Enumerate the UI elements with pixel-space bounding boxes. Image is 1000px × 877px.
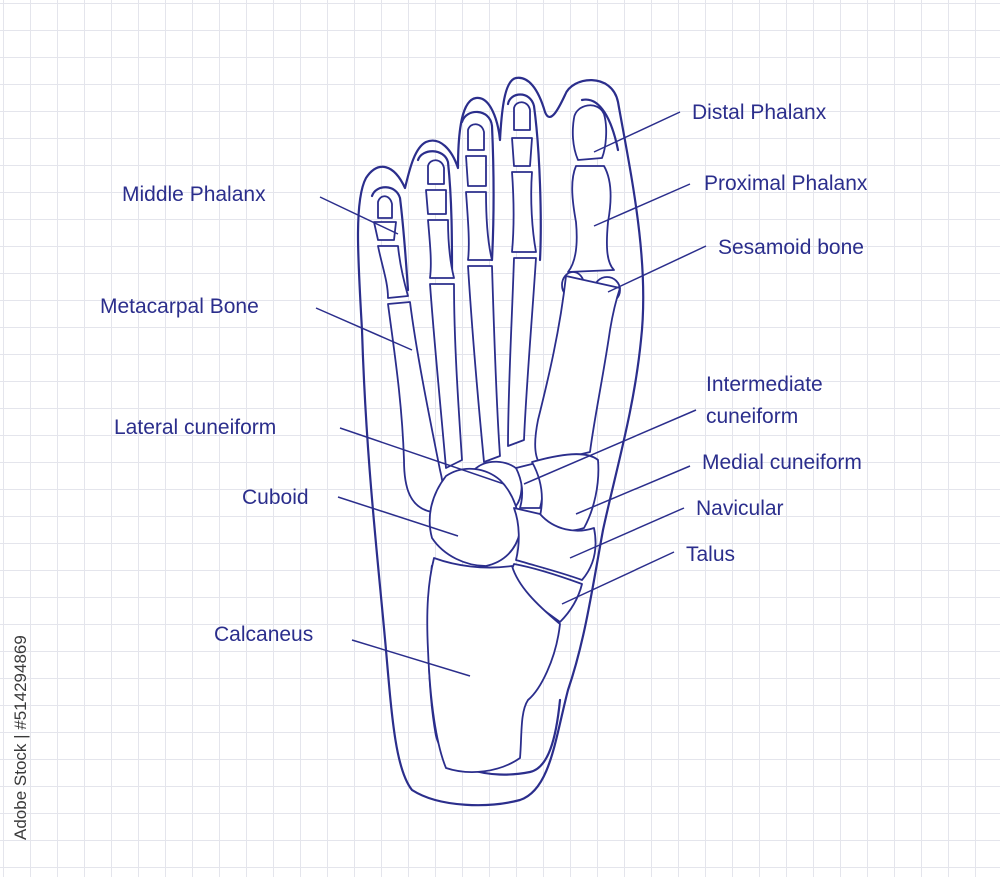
proximal-phalanx-big-toe — [567, 165, 615, 273]
distal-phalanx-big-toe — [571, 104, 608, 161]
metatarsal-4 — [429, 283, 463, 469]
middle-phalanx-toe-3 — [465, 155, 487, 187]
leader-distal-phalanx — [593, 111, 681, 153]
middle-phalanx-toe-5 — [373, 221, 397, 241]
label-proximal-phalanx: Proximal Phalanx — [704, 172, 868, 195]
leader-middle-phalanx — [319, 196, 399, 235]
label-sesamoid-bone: Sesamoid bone — [718, 236, 864, 259]
metatarsal-2 — [507, 257, 537, 447]
proximal-phalanx-toe-4 — [427, 219, 455, 279]
toe-3-outline — [460, 110, 495, 262]
distal-phalanx-toe-3 — [467, 123, 485, 151]
label-medial-cuneiform: Medial cuneiform — [702, 451, 862, 474]
stock-id-watermark: Adobe Stock | #514294869 — [11, 635, 30, 840]
metatarsal-1 — [534, 275, 621, 465]
metatarsal-3 — [467, 265, 501, 463]
distal-phalanx-toe-4 — [427, 159, 445, 185]
leader-sesamoid-bone — [607, 245, 707, 293]
toe-5-outline — [370, 186, 410, 292]
proximal-phalanx-toe-3 — [465, 191, 493, 261]
foot-outline — [356, 76, 645, 807]
toe-2-outline — [506, 93, 542, 262]
label-metacarpal-bone: Metacarpal Bone — [100, 295, 259, 318]
distal-phalanx-toe-5 — [377, 195, 393, 219]
toe-4-outline — [416, 150, 454, 272]
leader-lateral-cuneiform — [339, 427, 505, 485]
leader-proximal-phalanx — [593, 183, 691, 227]
middle-phalanx-toe-2 — [511, 137, 533, 167]
distal-phalanx-toe-2 — [513, 101, 531, 131]
leader-navicular — [569, 507, 685, 559]
middle-phalanx-toe-4 — [425, 189, 447, 215]
leader-calcaneus — [351, 639, 471, 677]
proximal-phalanx-toe-2 — [511, 171, 537, 253]
navicular-bone — [513, 507, 597, 581]
leader-cuboid — [337, 496, 459, 537]
leader-talus — [561, 551, 675, 605]
leader-metacarpal-bone — [315, 307, 413, 351]
leader-medial-cuneiform — [575, 465, 691, 515]
calcaneus-bone — [426, 557, 561, 773]
label-navicular: Navicular — [696, 497, 784, 520]
label-intermediate-cuneiform-line2: cuneiform — [706, 405, 798, 428]
leader-intermediate-cuneiform — [523, 409, 697, 485]
label-intermediate-cuneiform-line1: Intermediate — [706, 373, 823, 396]
label-distal-phalanx: Distal Phalanx — [692, 101, 827, 124]
label-talus: Talus — [686, 543, 735, 566]
label-lateral-cuneiform: Lateral cuneiform — [114, 416, 276, 439]
label-middle-phalanx: Middle Phalanx — [122, 183, 266, 206]
cuboid-bone — [428, 467, 521, 567]
proximal-phalanx-toe-5 — [377, 245, 409, 299]
label-calcaneus: Calcaneus — [214, 623, 313, 646]
label-cuboid: Cuboid — [242, 486, 309, 509]
